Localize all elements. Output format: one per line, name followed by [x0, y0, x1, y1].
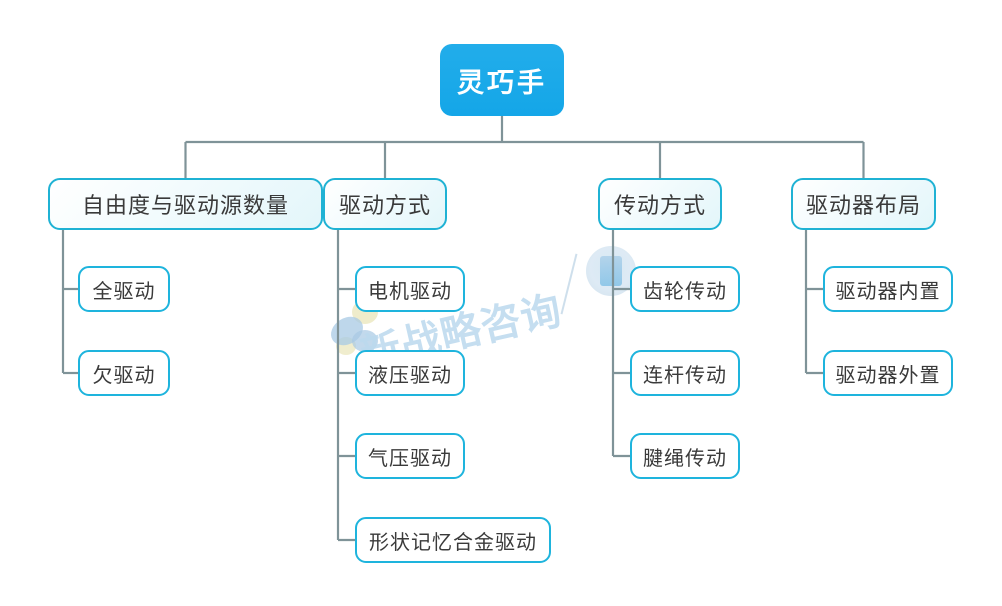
leaf-node-1-1[interactable]: 全驱动 — [78, 266, 170, 312]
leaf-node-3-1-label: 齿轮传动 — [643, 278, 727, 303]
leaf-node-2-1-label: 电机驱动 — [368, 278, 452, 303]
leaf-node-4-2-label: 驱动器外置 — [835, 362, 941, 387]
leaf-node-1-2[interactable]: 欠驱动 — [78, 350, 170, 396]
leaf-node-4-1-label: 驱动器内置 — [835, 278, 941, 303]
root-node-label: 灵巧手 — [457, 67, 547, 99]
branch-node-1-label: 自由度与驱动源数量 — [81, 194, 289, 219]
leaf-node-1-2-label: 欠驱动 — [92, 362, 156, 387]
branch-node-2-label: 驱动方式 — [338, 194, 431, 219]
leaf-node-4-2[interactable]: 驱动器外置 — [823, 350, 953, 396]
leaf-node-3-3[interactable]: 腱绳传动 — [630, 433, 740, 479]
branch-node-2[interactable]: 驱动方式 — [323, 178, 447, 230]
leaf-node-3-2-label: 连杆传动 — [643, 362, 727, 387]
branch-node-4[interactable]: 驱动器布局 — [791, 178, 936, 230]
branch-node-1[interactable]: 自由度与驱动源数量 — [48, 178, 323, 230]
leaf-node-2-1[interactable]: 电机驱动 — [355, 266, 465, 312]
leaf-node-4-1[interactable]: 驱动器内置 — [823, 266, 953, 312]
branch-node-4-label: 驱动器布局 — [805, 194, 921, 219]
leaf-node-1-1-label: 全驱动 — [92, 278, 156, 303]
leaf-node-2-3-label: 气压驱动 — [368, 445, 452, 470]
leaf-node-2-4[interactable]: 形状记忆合金驱动 — [355, 517, 551, 563]
leaf-node-3-1[interactable]: 齿轮传动 — [630, 266, 740, 312]
leaf-node-2-4-label: 形状记忆合金驱动 — [369, 529, 537, 554]
branch-node-3[interactable]: 传动方式 — [598, 178, 722, 230]
leaf-node-2-3[interactable]: 气压驱动 — [355, 433, 465, 479]
leaf-node-3-3-label: 腱绳传动 — [643, 445, 727, 470]
leaf-node-2-2-label: 液压驱动 — [368, 362, 452, 387]
leaf-node-3-2[interactable]: 连杆传动 — [630, 350, 740, 396]
leaf-node-2-2[interactable]: 液压驱动 — [355, 350, 465, 396]
root-node[interactable]: 灵巧手 — [440, 44, 564, 116]
branch-node-3-label: 传动方式 — [613, 194, 706, 219]
